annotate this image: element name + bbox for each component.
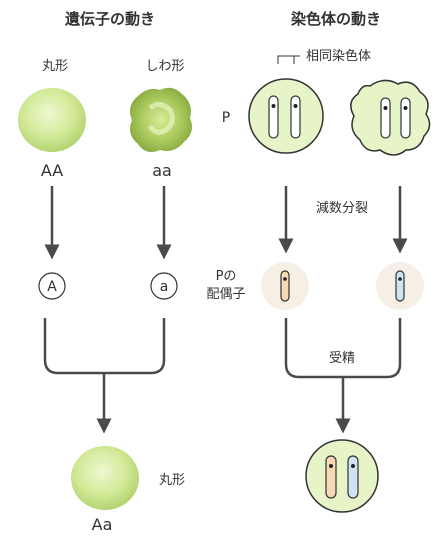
- p-label: P: [222, 110, 230, 126]
- offspring-label: 丸形: [159, 473, 185, 488]
- merge-bracket-right: [284, 318, 402, 379]
- offspring-cell: [305, 439, 379, 513]
- gamete-wrinkled-text: a: [160, 279, 169, 295]
- gamete-round: A: [38, 272, 66, 300]
- gamete-cell-wrinkled: [376, 262, 424, 310]
- offspring-genotype: Aa: [92, 515, 113, 534]
- gamete-label-line2: 配偶子: [206, 287, 245, 302]
- parent-cell-wrinkled: [350, 79, 431, 156]
- merge-bracket-left: [43, 318, 166, 375]
- gamete-wrinkled: a: [150, 272, 178, 300]
- fertilization-label: 受精: [329, 351, 355, 366]
- homologous-leader: [277, 55, 300, 64]
- wrinkled-pea-parent: [130, 87, 192, 152]
- round-label: 丸形: [42, 59, 68, 74]
- genotype-round: AA: [41, 161, 63, 180]
- round-pea-parent: [18, 88, 86, 152]
- wrinkled-label: しわ形: [145, 59, 184, 74]
- round-pea-offspring: [71, 446, 139, 510]
- gamete-label-line1: Pの: [216, 269, 237, 284]
- meiosis-label: 減数分裂: [316, 200, 368, 216]
- parent-cell-round: [248, 78, 324, 154]
- left-title: 遺伝子の動き: [64, 10, 155, 28]
- genotype-wrinkled: aa: [152, 161, 172, 180]
- homologous-label: 相同染色体: [306, 48, 371, 64]
- gamete-cell-round: [261, 262, 309, 310]
- gamete-round-text: A: [47, 279, 57, 295]
- right-title: 染色体の動き: [290, 10, 381, 28]
